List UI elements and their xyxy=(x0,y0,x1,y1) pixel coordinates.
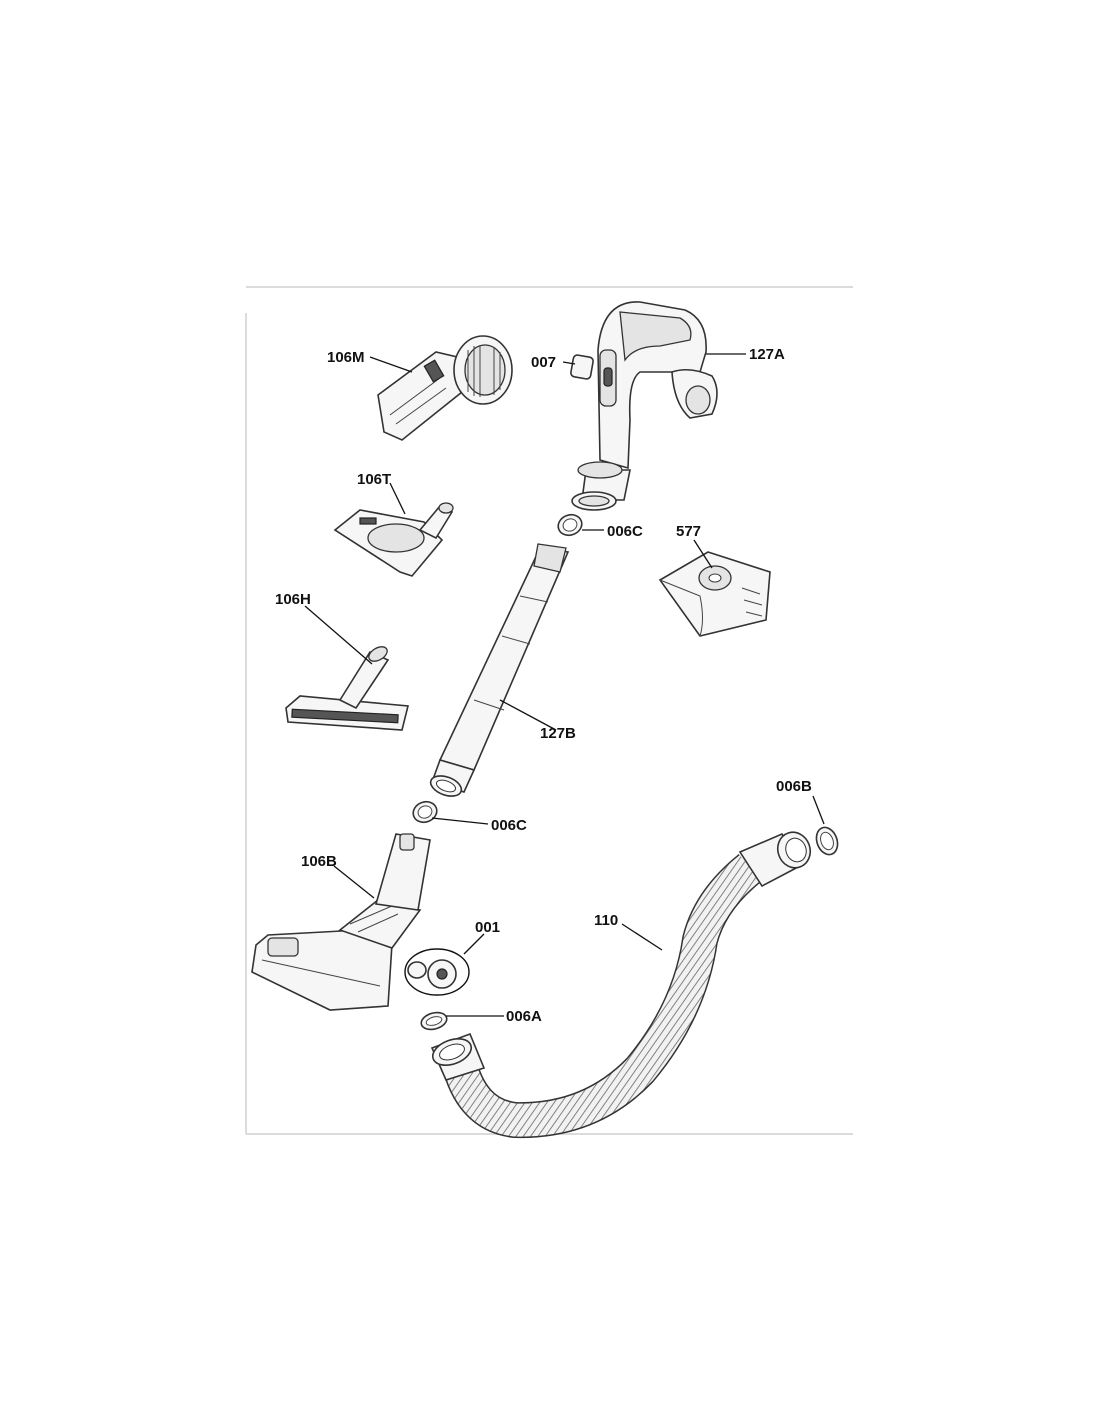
part-labels: 106M 007 127A 106T 006C 577 106H 127B 00… xyxy=(275,346,812,1025)
label-127B: 127B xyxy=(540,725,576,742)
label-006B: 006B xyxy=(776,778,812,795)
label-106H: 106H xyxy=(275,591,311,608)
part-106H-floor-nozzle xyxy=(285,646,410,731)
part-106B-floor-nozzle xyxy=(251,833,431,1011)
part-127B-tube xyxy=(429,543,570,797)
label-106B: 106B xyxy=(301,853,337,870)
part-006C-seal-top xyxy=(557,513,583,537)
label-007: 007 xyxy=(531,354,556,371)
label-001: 001 xyxy=(475,919,500,936)
part-001-roller xyxy=(404,948,470,996)
part-106T-nozzle xyxy=(333,502,454,577)
part-577-dust-bag xyxy=(658,551,771,637)
label-006C-bottom: 006C xyxy=(491,817,527,834)
label-127A: 127A xyxy=(749,346,785,363)
part-106M-brush-nozzle xyxy=(377,335,513,441)
leader-lines xyxy=(304,353,825,1017)
part-006A-seal xyxy=(420,1011,448,1031)
label-006C-top: 006C xyxy=(607,523,643,540)
label-110: 110 xyxy=(594,912,618,929)
part-127A-handle xyxy=(571,301,718,511)
label-577: 577 xyxy=(676,523,701,540)
label-106M: 106M xyxy=(327,349,365,366)
part-110-hose xyxy=(430,831,812,1139)
part-006B-seal xyxy=(815,826,839,856)
part-006C-seal-bottom xyxy=(412,800,438,824)
label-106T: 106T xyxy=(357,471,391,488)
part-007-button xyxy=(570,354,594,380)
label-006A: 006A xyxy=(506,1008,542,1025)
